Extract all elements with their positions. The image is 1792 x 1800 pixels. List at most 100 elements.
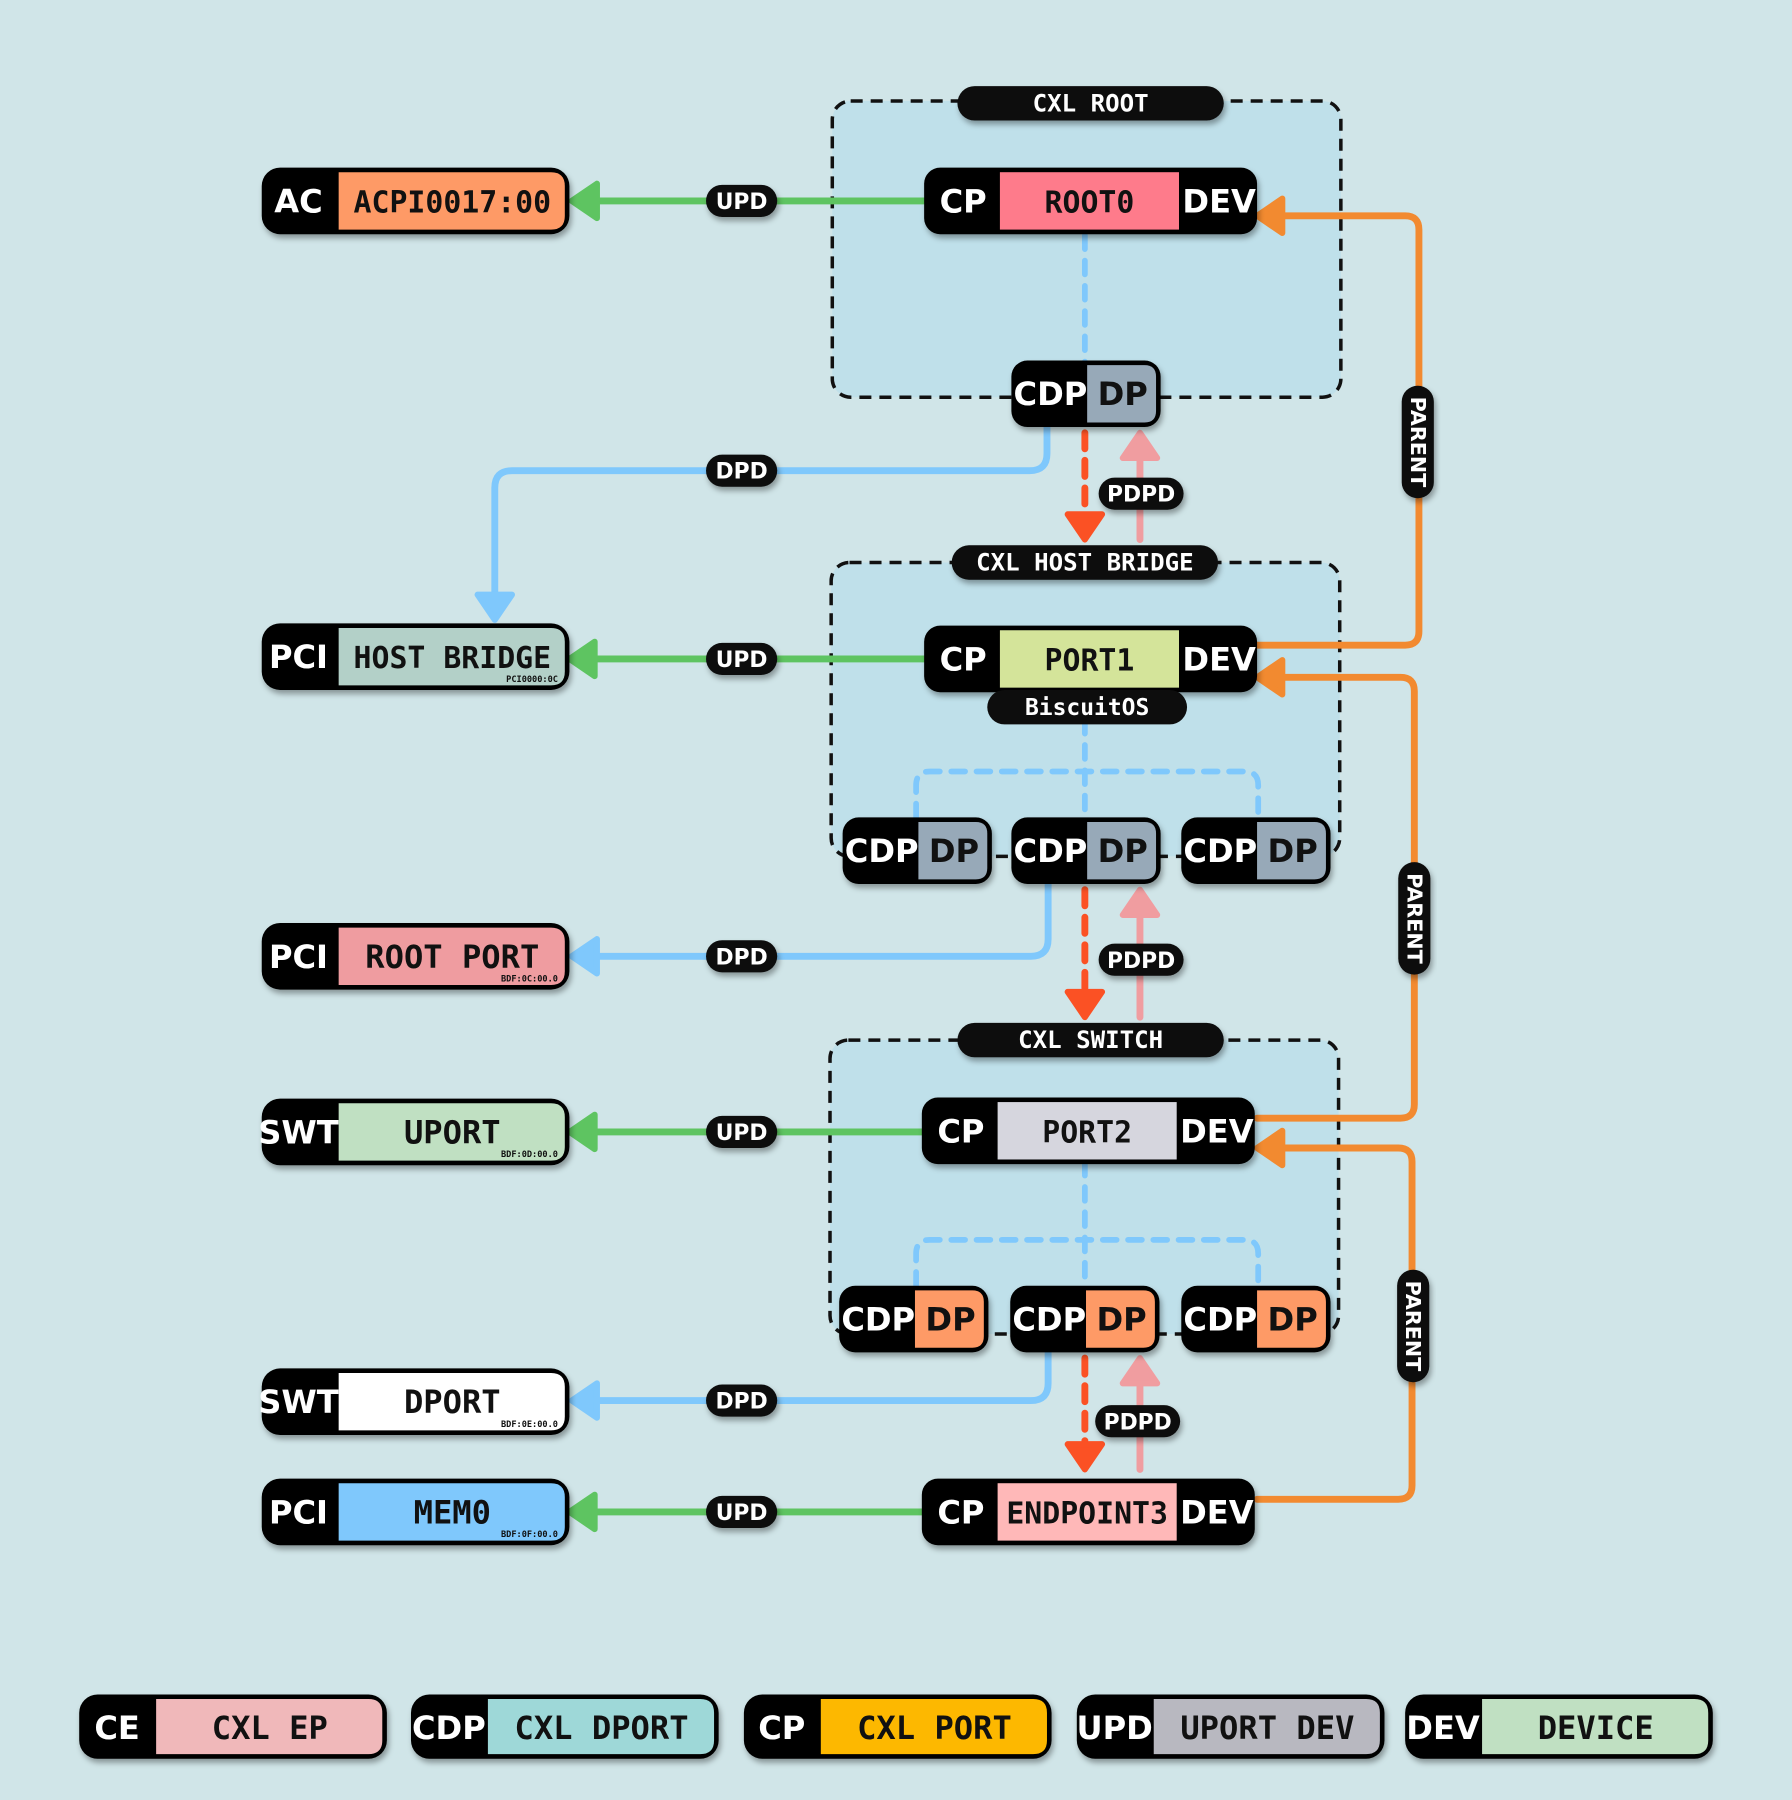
edge-label-text: PARENT bbox=[1401, 1281, 1425, 1372]
edge-label-text: PDPD bbox=[1107, 949, 1175, 974]
group-title: CXL SWITCH bbox=[1018, 1026, 1163, 1054]
edge-label-text: DPD bbox=[716, 1390, 768, 1415]
dpd-edge bbox=[588, 1348, 1052, 1405]
device-tag: SWT bbox=[258, 1383, 339, 1421]
port-dev-label: DEV bbox=[1182, 640, 1256, 678]
group-title-badge: CXL HOST BRIDGE bbox=[951, 545, 1219, 580]
device-tag: AC bbox=[274, 182, 322, 220]
port-sublabel: BiscuitOS bbox=[1025, 695, 1149, 721]
device-name: UPORT bbox=[404, 1113, 501, 1151]
legend-tag: CDP bbox=[412, 1709, 486, 1747]
internal-bus bbox=[913, 1236, 1262, 1289]
legend-swatch bbox=[487, 1699, 715, 1755]
legend-tag: CP bbox=[758, 1709, 805, 1747]
pdpd-label: PDPD bbox=[1095, 1405, 1181, 1438]
pdpd-down-arrow-icon bbox=[1064, 988, 1106, 1021]
group-title: CXL ROOT bbox=[1033, 89, 1149, 117]
parent-arrow-icon bbox=[1254, 1127, 1286, 1169]
legend-swatch bbox=[1153, 1699, 1380, 1755]
legend-label: CXL EP bbox=[212, 1709, 328, 1747]
dport-field bbox=[914, 1290, 984, 1348]
legend-swatch bbox=[156, 1699, 383, 1755]
parent-arrow-icon bbox=[1254, 657, 1286, 698]
edge-label-text: PARENT bbox=[1406, 397, 1430, 488]
internal-bus bbox=[913, 768, 1262, 821]
device-name: ROOT PORT bbox=[365, 938, 539, 976]
dport-type-label: CDP bbox=[1183, 1301, 1257, 1339]
port-name: PORT1 bbox=[1045, 643, 1135, 678]
dport-field bbox=[1087, 365, 1157, 423]
legend-label: CXL DPORT bbox=[515, 1709, 689, 1747]
pdpd-down-arrow-icon bbox=[1064, 1441, 1106, 1473]
dport-type-label: CDP bbox=[1014, 832, 1088, 870]
device-name: HOST BRIDGE bbox=[354, 641, 552, 676]
dpd-edge bbox=[588, 880, 1052, 960]
device-acpi[interactable]: AC ACPI0017:00 bbox=[261, 167, 570, 235]
upd-arrow-icon bbox=[566, 1491, 598, 1533]
pdpd-up-arrow-icon bbox=[1119, 1355, 1161, 1387]
group-title: CXL HOST BRIDGE bbox=[976, 549, 1194, 577]
pdpd-up-arrow-icon bbox=[1119, 886, 1161, 918]
parent-arrow-icon bbox=[1254, 195, 1286, 237]
device-tag: PCI bbox=[269, 938, 328, 976]
edge-label-text: UPD bbox=[716, 190, 768, 215]
dport-label: DP bbox=[1268, 1301, 1318, 1339]
upd-label: UPD bbox=[706, 1115, 778, 1148]
dport-hb-dp-2[interactable]: CDP DP bbox=[1011, 817, 1161, 884]
device-name-field bbox=[338, 1103, 565, 1161]
device-tag: SWT bbox=[258, 1113, 339, 1151]
device-tag: PCI bbox=[269, 1493, 328, 1531]
device-name: ACPI0017:00 bbox=[354, 185, 552, 220]
upd-label: UPD bbox=[706, 642, 778, 676]
upd-label: UPD bbox=[706, 184, 778, 217]
dport-sw-dp-3[interactable]: CDP DP bbox=[1181, 1285, 1331, 1353]
legend-swatch bbox=[1482, 1699, 1709, 1755]
dport-type-label: CDP bbox=[1012, 1301, 1086, 1339]
legend-label: UPORT DEV bbox=[1180, 1709, 1354, 1747]
device-name: MEM0 bbox=[414, 1493, 491, 1531]
port-name-field bbox=[997, 1102, 1177, 1160]
port-name: ENDPOINT3 bbox=[1006, 1496, 1168, 1531]
device-name-field bbox=[338, 627, 565, 686]
dpd-arrow-icon bbox=[568, 936, 600, 977]
edge-label-text: UPD bbox=[716, 1121, 768, 1146]
device-bdf: BDF:0F:00.0 bbox=[501, 1530, 558, 1540]
group-title-badge: CXL SWITCH bbox=[957, 1022, 1224, 1058]
upd-arrow-icon bbox=[568, 180, 600, 222]
dport-label: DP bbox=[1098, 832, 1148, 870]
edge-label-text: UPD bbox=[716, 648, 768, 673]
port-type-label: CP bbox=[940, 182, 987, 220]
port-dev-label: DEV bbox=[1182, 182, 1256, 220]
dpd-label: DPD bbox=[706, 940, 778, 973]
port-name-field bbox=[999, 172, 1179, 230]
dport-label: DP bbox=[1096, 1301, 1146, 1339]
dport-type-label: CDP bbox=[841, 1301, 915, 1339]
edge-label-text: DPD bbox=[716, 460, 768, 485]
pdpd-down-arrow-icon bbox=[1064, 511, 1106, 543]
dport-type-label: CDP bbox=[1014, 375, 1088, 413]
dpd-label: DPD bbox=[706, 1384, 778, 1417]
group-title-badge: CXL ROOT bbox=[957, 86, 1224, 121]
dport-sw-dp-2[interactable]: CDP DP bbox=[1010, 1285, 1160, 1353]
device-bdf: BDF:0C:00.0 bbox=[501, 975, 558, 985]
edge-label-text: UPD bbox=[716, 1501, 768, 1526]
edge-label-text: PARENT bbox=[1402, 873, 1426, 964]
dport-field bbox=[1087, 821, 1157, 880]
